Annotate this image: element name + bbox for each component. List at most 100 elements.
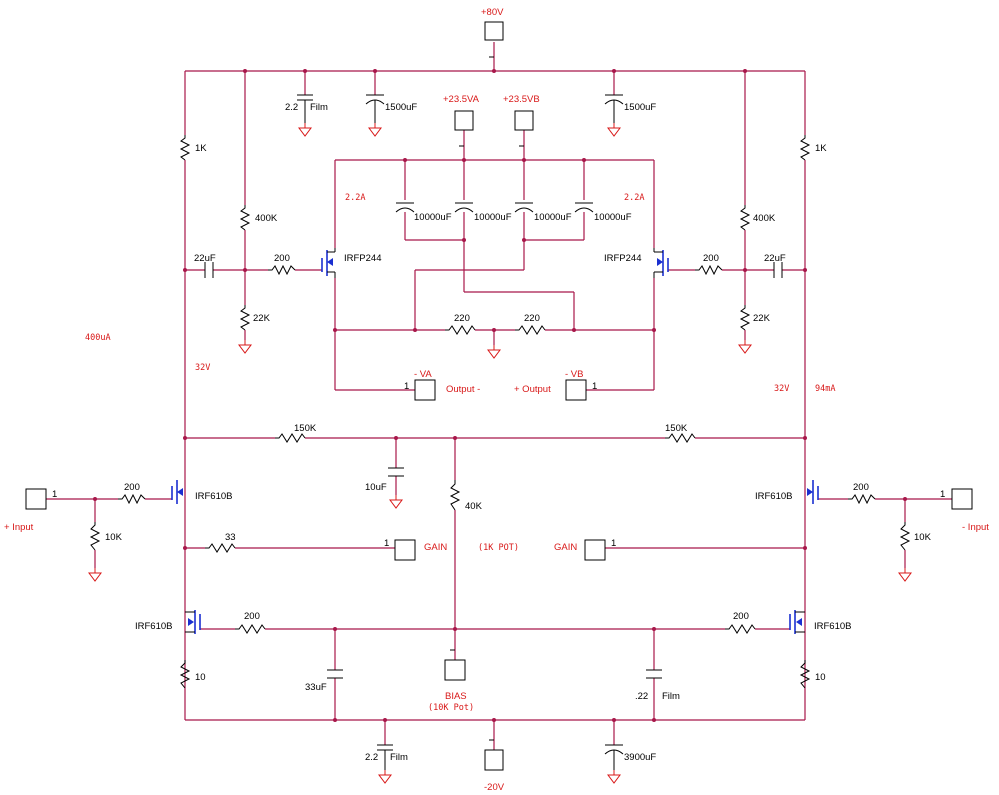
note-2-2a-right: 2.2A bbox=[624, 193, 644, 203]
r200-top-right bbox=[695, 264, 723, 276]
label-1k-left: 1K bbox=[195, 143, 207, 154]
ground-icon bbox=[238, 339, 252, 354]
label-plus-input: + Input bbox=[4, 522, 34, 533]
r200-top-left bbox=[268, 264, 296, 276]
port-23-5vb[interactable] bbox=[514, 110, 534, 131]
cap-22uf-right bbox=[773, 262, 783, 278]
r10-left bbox=[179, 660, 191, 689]
port-minus-input[interactable] bbox=[951, 488, 973, 510]
label-22uf-left: 22uF bbox=[194, 253, 216, 264]
label-2-2-bottom: 2.2 bbox=[365, 752, 378, 763]
label-200-low-right: 200 bbox=[733, 611, 749, 622]
port-plus-input[interactable] bbox=[25, 488, 47, 510]
label-gain-left: GAIN bbox=[424, 542, 447, 553]
label-film-top: Film bbox=[310, 102, 328, 113]
r200-low-right bbox=[725, 624, 756, 634]
label-bias: BIAS bbox=[445, 691, 467, 702]
cap-1500uf-left bbox=[365, 94, 385, 123]
label-1k-pot: (1K POT) bbox=[478, 543, 519, 553]
pin-1: 1 bbox=[611, 538, 616, 549]
r10-right bbox=[799, 660, 811, 689]
label-22k-right: 22K bbox=[753, 313, 771, 324]
label-10uf: 10uF bbox=[365, 482, 387, 493]
r150k-right bbox=[665, 433, 696, 443]
label-irf610b-in-right: IRF610B bbox=[755, 491, 793, 502]
label-80v: +80V bbox=[481, 7, 504, 18]
irfp244-left bbox=[321, 248, 336, 278]
pin-1: 1 bbox=[940, 489, 945, 500]
label-film-mid: Film bbox=[662, 691, 680, 702]
pin-1: 1 bbox=[384, 538, 389, 549]
r10k-left bbox=[89, 522, 101, 551]
r22k-left bbox=[239, 305, 251, 331]
label-minus-20v: -20V bbox=[484, 782, 505, 793]
label-200-in-right: 200 bbox=[853, 482, 869, 493]
port-bias[interactable] bbox=[444, 659, 466, 681]
label-200-top-right: 200 bbox=[703, 253, 719, 264]
ground-icon bbox=[607, 122, 621, 137]
r200-in-right bbox=[848, 493, 876, 505]
r22k-right bbox=[739, 305, 751, 331]
r150k-left bbox=[275, 433, 306, 443]
cap-10uf bbox=[388, 467, 404, 477]
label-10000uf-3: 10000uF bbox=[534, 212, 572, 223]
cap-10000uf-2 bbox=[454, 202, 474, 213]
label-gain-right: GAIN bbox=[554, 542, 577, 553]
irfp244-right bbox=[653, 248, 669, 278]
ground-icon bbox=[378, 769, 392, 784]
port-gain-left[interactable] bbox=[394, 539, 416, 561]
port-minus-va[interactable] bbox=[414, 379, 436, 401]
cap-3900uf bbox=[604, 744, 624, 770]
pin-1: 1 bbox=[404, 381, 409, 392]
label-10-right: 10 bbox=[815, 672, 826, 683]
cap-2-2-film-top bbox=[297, 94, 313, 123]
ground-icon bbox=[738, 339, 752, 354]
note-32v-left: 32V bbox=[195, 363, 210, 373]
r1k-left bbox=[179, 135, 191, 161]
cap-33uf bbox=[327, 669, 343, 679]
ground-icon bbox=[368, 122, 382, 137]
label-200-in-left: 200 bbox=[124, 482, 140, 493]
r400k-right bbox=[739, 205, 751, 231]
r1k-right bbox=[799, 135, 811, 161]
label-10000uf-4: 10000uF bbox=[594, 212, 632, 223]
label-23-5vb: +23.5VB bbox=[503, 94, 540, 105]
pin-1: 1 bbox=[52, 489, 57, 500]
port-boxes bbox=[25, 21, 973, 771]
label-400k-left: 400K bbox=[255, 213, 278, 224]
note-400ua: 400uA bbox=[85, 333, 111, 343]
note-32v-right: 32V bbox=[774, 384, 789, 394]
label-150k-left: 150K bbox=[294, 423, 317, 434]
label-22k-left: 22K bbox=[253, 313, 271, 324]
label-10k-right: 10K bbox=[914, 532, 932, 543]
port-minus-20v[interactable] bbox=[484, 749, 504, 771]
label-33uf: 33uF bbox=[305, 682, 327, 693]
ground-icon bbox=[898, 567, 912, 582]
label-33: 33 bbox=[225, 532, 236, 543]
cap-22uf-left bbox=[204, 262, 214, 278]
label-irfp244-right: IRFP244 bbox=[604, 253, 642, 264]
r200-in-left bbox=[118, 493, 146, 505]
label-1500uf-right: 1500uF bbox=[624, 102, 656, 113]
label-minus-input: - Input bbox=[962, 522, 989, 533]
cap-10000uf-3 bbox=[514, 202, 534, 213]
label-400k-right: 400K bbox=[753, 213, 776, 224]
port-gain-right[interactable] bbox=[584, 539, 606, 561]
cap-10000uf-1 bbox=[395, 202, 415, 213]
ground-icon bbox=[298, 122, 312, 137]
port-80v[interactable] bbox=[484, 21, 504, 41]
label-2-2-top: 2.2 bbox=[285, 102, 298, 113]
irf610b-lower-left bbox=[185, 610, 201, 634]
label-3900uf: 3900uF bbox=[624, 752, 656, 763]
ground-icon bbox=[88, 567, 102, 582]
port-minus-vb[interactable] bbox=[565, 379, 587, 401]
irf610b-lower-right bbox=[789, 610, 805, 634]
label-irf610b-in-left: IRF610B bbox=[195, 491, 233, 502]
label-23-5va: +23.5VA bbox=[443, 94, 480, 105]
note-2-2a-left: 2.2A bbox=[345, 193, 365, 203]
label-irf610b-low-right: IRF610B bbox=[814, 621, 852, 632]
resistors bbox=[89, 135, 911, 689]
r40k bbox=[449, 480, 461, 511]
label-10-left: 10 bbox=[195, 672, 206, 683]
port-23-5va[interactable] bbox=[454, 110, 474, 131]
